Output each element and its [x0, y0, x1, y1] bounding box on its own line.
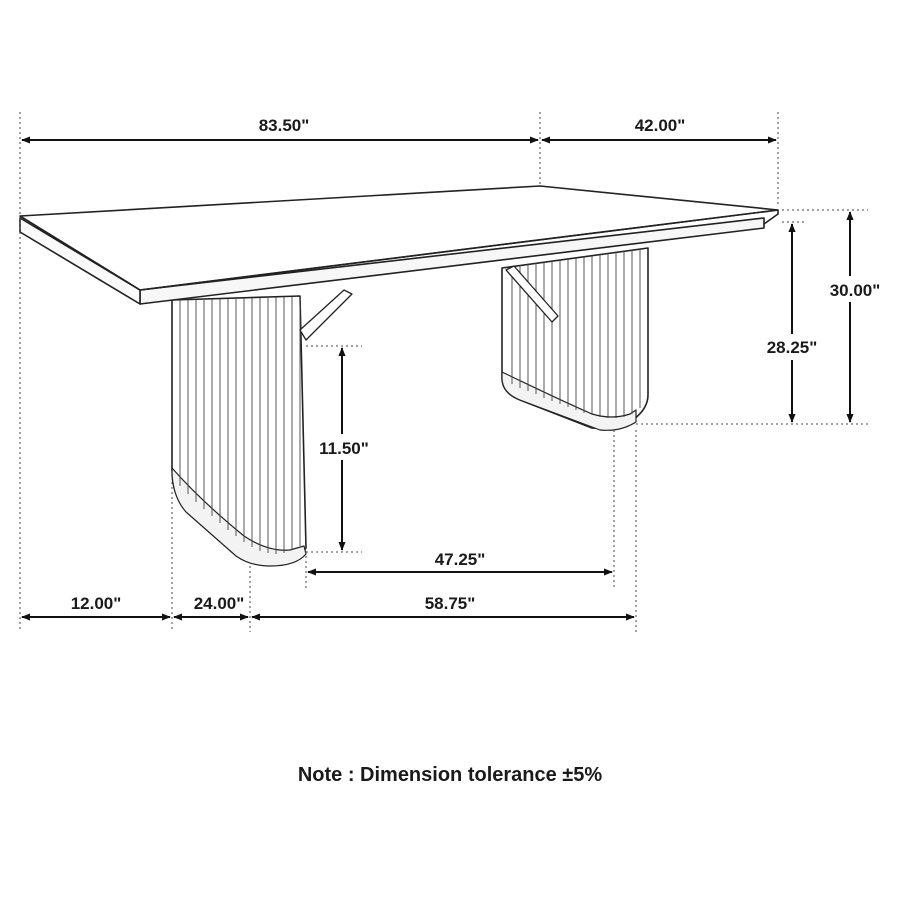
- left-pedestal: [171, 289, 353, 567]
- label-base-length: 58.75": [425, 594, 476, 613]
- label-pedestal-width: 24.00": [194, 594, 245, 613]
- right-pedestal: [501, 247, 649, 431]
- label-overall-length: 83.50": [259, 116, 310, 135]
- tabletop: [19, 185, 779, 305]
- label-pedestal-span: 47.25": [435, 550, 486, 569]
- label-overhang: 12.00": [71, 594, 122, 613]
- label-overall-height: 30.00": [830, 281, 881, 300]
- label-pedestal-gap-height: 11.50": [319, 439, 369, 458]
- label-depth: 42.00": [635, 116, 686, 135]
- extension-lines: [19, 112, 868, 632]
- right-pedestal-flutes: [511, 249, 641, 418]
- table-illustration: [19, 185, 779, 567]
- tolerance-note: Note : Dimension tolerance ±5%: [297, 764, 603, 786]
- left-pedestal-flutes: [179, 297, 301, 554]
- label-apron-height: 28.25": [767, 338, 818, 357]
